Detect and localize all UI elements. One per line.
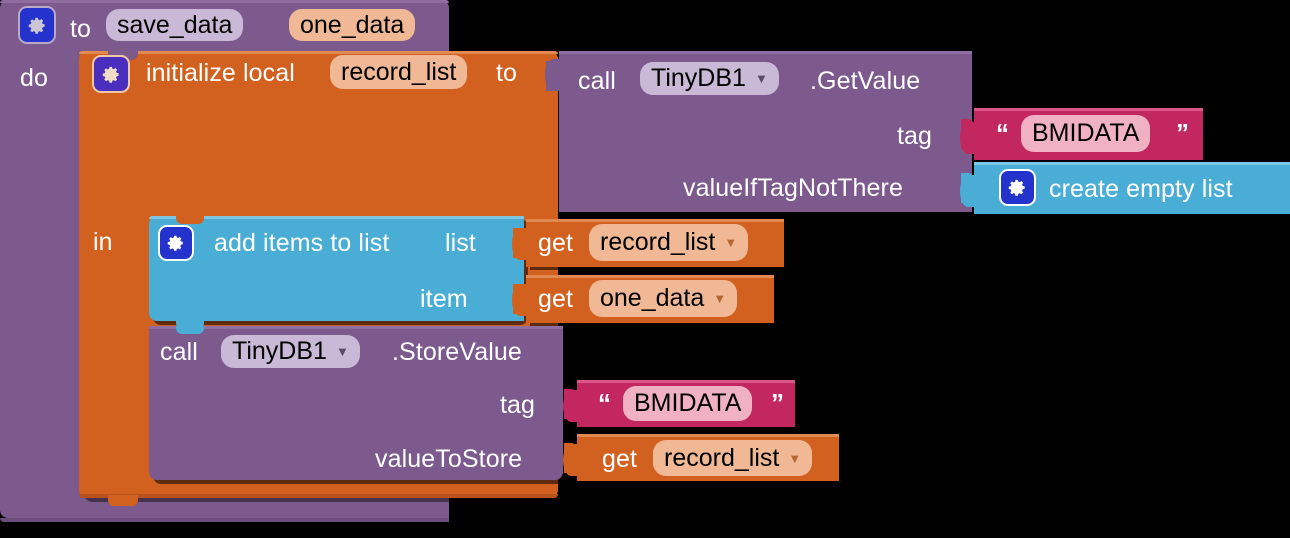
get-variable-value-1: record_list [600, 228, 716, 256]
procedure-do-label: do [20, 64, 49, 92]
add-items-bottom-bump [176, 320, 204, 329]
add-items-top-highlight [149, 216, 524, 219]
getvalue-plug [546, 61, 561, 91]
gear-icon[interactable] [1001, 171, 1034, 204]
text-bmidata-2-top-highlight [577, 380, 795, 383]
create-empty-list-label: create empty list [1049, 175, 1233, 203]
create-empty-list-plug [961, 173, 976, 203]
getvalue-method-label: .GetValue [810, 67, 921, 95]
procedure-block-bottom-edge [0, 518, 449, 522]
close-quote-glyph: ” [1176, 118, 1189, 148]
get-label-2: get [538, 285, 574, 313]
add-items-list-label: list [445, 229, 476, 257]
text-bmidata-1-plug [961, 119, 976, 149]
procedure-parameter-one-data[interactable]: one_data [289, 9, 416, 41]
gear-icon[interactable] [20, 8, 54, 42]
storevalue-tag-label: tag [500, 391, 536, 419]
get-record-list-1-highlight [526, 219, 784, 222]
chevron-down-icon[interactable]: ▼ [713, 291, 727, 306]
getvalue-component-value: TinyDB1 [651, 64, 746, 92]
text-bmidata-1-value: BMIDATA [1032, 119, 1140, 147]
get-record-list-1-plug [513, 228, 528, 258]
close-quote-glyph: ” [771, 388, 784, 418]
storevalue-call-label: call [160, 338, 198, 366]
get-variable-value-3: record_list [664, 443, 780, 472]
open-quote-glyph: “ [996, 118, 1009, 148]
local-in-label: in [93, 228, 113, 256]
get-record-list-2-highlight [577, 434, 839, 437]
local-variable-value: record_list [341, 57, 457, 86]
getvalue-tag-label: tag [897, 122, 933, 150]
local-variable-field[interactable]: record_list [330, 55, 468, 89]
initialize-local-label: initialize local [146, 59, 295, 87]
get-label-3: get [602, 445, 638, 473]
chevron-down-icon[interactable]: ▼ [335, 344, 349, 359]
get-one-data-plug [513, 284, 528, 314]
add-items-to-list-block[interactable] [149, 216, 524, 321]
open-quote-glyph: “ [598, 388, 611, 418]
text-bmidata-1-top-highlight [974, 108, 1203, 111]
local-block-initialize[interactable] [79, 51, 558, 98]
add-items-item-label: item [420, 285, 468, 313]
local-block-top-highlight [79, 51, 558, 54]
text-bmidata-2-plug [564, 389, 579, 419]
procedure-name-field[interactable]: save_data [106, 9, 244, 41]
add-items-title-label: add items to list [214, 229, 390, 257]
get-variable-dropdown-3[interactable]: record_list ▼ [653, 440, 813, 476]
gear-icon[interactable] [160, 227, 192, 259]
text-bmidata-1-field[interactable]: BMIDATA [1021, 115, 1151, 152]
local-to-label: to [496, 59, 518, 87]
local-block-bottom-edge [79, 494, 558, 498]
getvalue-component-dropdown[interactable]: TinyDB1 ▼ [640, 62, 779, 95]
text-bmidata-2-value: BMIDATA [634, 389, 742, 417]
procedure-to-label: to [70, 15, 92, 43]
get-variable-value-2: one_data [600, 284, 705, 312]
get-one-data-highlight [526, 275, 774, 278]
create-empty-list-top-highlight [974, 162, 1290, 165]
storevalue-top-highlight [149, 326, 563, 329]
storevalue-valuetostore-label: valueToStore [375, 445, 523, 473]
get-record-list-2-plug [564, 443, 579, 473]
add-items-top-notch [176, 216, 204, 224]
storevalue-method-label: .StoreValue [392, 338, 522, 366]
getvalue-call-label: call [578, 67, 616, 95]
getvalue-valueiftagnotthere-label: valueIfTagNotThere [683, 174, 903, 202]
procedure-block-top-highlight [0, 0, 449, 3]
local-block-top-notch [108, 51, 138, 60]
call-getvalue-top-highlight [559, 51, 972, 54]
local-block-bottom-bump [108, 495, 138, 506]
storevalue-component-dropdown[interactable]: TinyDB1 ▼ [221, 335, 360, 368]
get-variable-dropdown-2[interactable]: one_data ▼ [589, 280, 738, 317]
get-label-1: get [538, 229, 574, 257]
chevron-down-icon[interactable]: ▼ [754, 71, 768, 86]
text-bmidata-2-field[interactable]: BMIDATA [623, 386, 753, 421]
procedure-name-value: save_data [117, 10, 233, 39]
chevron-down-icon[interactable]: ▼ [724, 235, 738, 250]
get-variable-dropdown-1[interactable]: record_list ▼ [589, 224, 749, 261]
gear-icon[interactable] [94, 57, 128, 91]
storevalue-top-notch [176, 326, 204, 334]
chevron-down-icon[interactable]: ▼ [788, 450, 802, 466]
storevalue-component-value: TinyDB1 [232, 337, 327, 365]
procedure-parameter-label: one_data [300, 10, 405, 39]
